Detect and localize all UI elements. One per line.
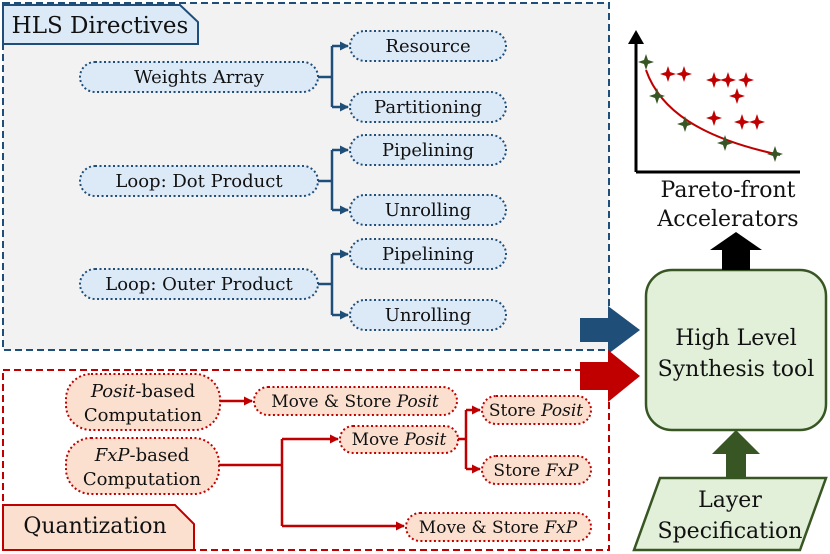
- move-store-fxp-label: Move & Store FxP: [419, 518, 578, 538]
- weights-array-label: Weights Array: [134, 67, 265, 88]
- design-point-star-icon: [706, 110, 722, 126]
- partitioning-node: [349, 91, 507, 123]
- move-store-fxp-node: [405, 512, 592, 542]
- design-point-star-icon: [729, 88, 745, 104]
- fxp-computation-node: [65, 437, 220, 495]
- outer-pipelining-label: Pipelining: [382, 244, 474, 265]
- layer-spec-line2: Specification: [658, 519, 803, 544]
- design-point-star-icon: [660, 66, 676, 82]
- posit-computation-line1: Posit-based: [90, 381, 195, 402]
- resource-label: Resource: [385, 36, 470, 57]
- pareto-optimal-star-icon: [638, 54, 654, 70]
- resource-node: [349, 30, 507, 62]
- dot-unrolling-node: [349, 194, 507, 226]
- y-axis-arrow-icon: [628, 30, 644, 44]
- pareto-optimal-star-icon: [677, 116, 693, 132]
- posit-computation-node: [65, 373, 221, 431]
- hls-tool-line1: High Level: [675, 326, 797, 351]
- store-fxp-label: Store FxP: [493, 461, 579, 481]
- pareto-points: [638, 54, 783, 162]
- hls-title-tab: [2, 4, 199, 45]
- hls-directives-panel: HLS Directives: [2, 2, 610, 351]
- fxp-computation-line2: Computation: [83, 469, 202, 490]
- pareto-optimal-star-icon: [649, 88, 665, 104]
- design-point-star-icon: [706, 72, 722, 88]
- move-store-posit-node: [253, 386, 458, 416]
- tool-to-pareto-arrow-icon: [710, 232, 762, 270]
- pareto-line1: Pareto-front: [661, 178, 796, 203]
- pareto-optimal-star-icon: [717, 135, 733, 151]
- layer-spec-line1: Layer: [698, 488, 762, 513]
- dot-unrolling-label: Unrolling: [385, 200, 472, 221]
- pareto-plot: Pareto-front Accelerators: [628, 30, 800, 232]
- outer-unrolling-node: [349, 299, 507, 331]
- pareto-line2: Accelerators: [656, 207, 798, 232]
- partitioning-label: Partitioning: [374, 97, 482, 118]
- posit-computation-line2: Computation: [84, 405, 203, 426]
- design-point-star-icon: [749, 114, 765, 130]
- quant-title-tab: [2, 504, 195, 551]
- design-point-star-icon: [734, 114, 750, 130]
- outer-unrolling-label: Unrolling: [385, 305, 472, 326]
- quant-title: Quantization: [23, 514, 166, 539]
- fxp-computation-line1: FxP-based: [94, 445, 190, 466]
- hls-connectors: [318, 41, 349, 320]
- outer-product-label: Loop: Outer Product: [105, 274, 293, 295]
- store-fxp-node: [481, 455, 592, 485]
- store-posit-label: Store Posit: [489, 401, 583, 421]
- hls-tool-line2: Synthesis tool: [658, 357, 815, 382]
- pareto-optimal-star-icon: [767, 146, 783, 162]
- dot-product-label: Loop: Dot Product: [115, 171, 283, 192]
- move-posit-node: [339, 425, 459, 454]
- hls-to-tool-arrow-icon: [580, 306, 640, 354]
- pareto-front-curve: [645, 69, 781, 156]
- dot-product-node: [79, 165, 319, 197]
- hls-title: HLS Directives: [12, 13, 189, 39]
- dot-pipelining-node: [349, 134, 507, 166]
- outer-product-node: [79, 268, 319, 300]
- move-posit-label: Move Posit: [352, 430, 447, 450]
- hls-tool-box: High Level Synthesis tool: [644, 268, 828, 432]
- layer-spec-box: Layer Specification: [632, 476, 828, 552]
- move-store-posit-label: Move & Store Posit: [271, 392, 439, 412]
- weights-array-node: [79, 61, 319, 93]
- design-point-star-icon: [676, 66, 692, 82]
- store-posit-node: [481, 395, 592, 425]
- spec-to-tool-arrow-icon: [712, 430, 760, 477]
- design-point-star-icon: [738, 72, 754, 88]
- quantization-panel: Quantization Posit-based Computation: [2, 369, 610, 551]
- outer-pipelining-node: [349, 238, 507, 270]
- quant-connectors: [219, 396, 481, 531]
- quant-to-tool-arrow-icon: [580, 350, 640, 402]
- design-point-star-icon: [720, 72, 736, 88]
- dot-pipelining-label: Pipelining: [382, 140, 474, 161]
